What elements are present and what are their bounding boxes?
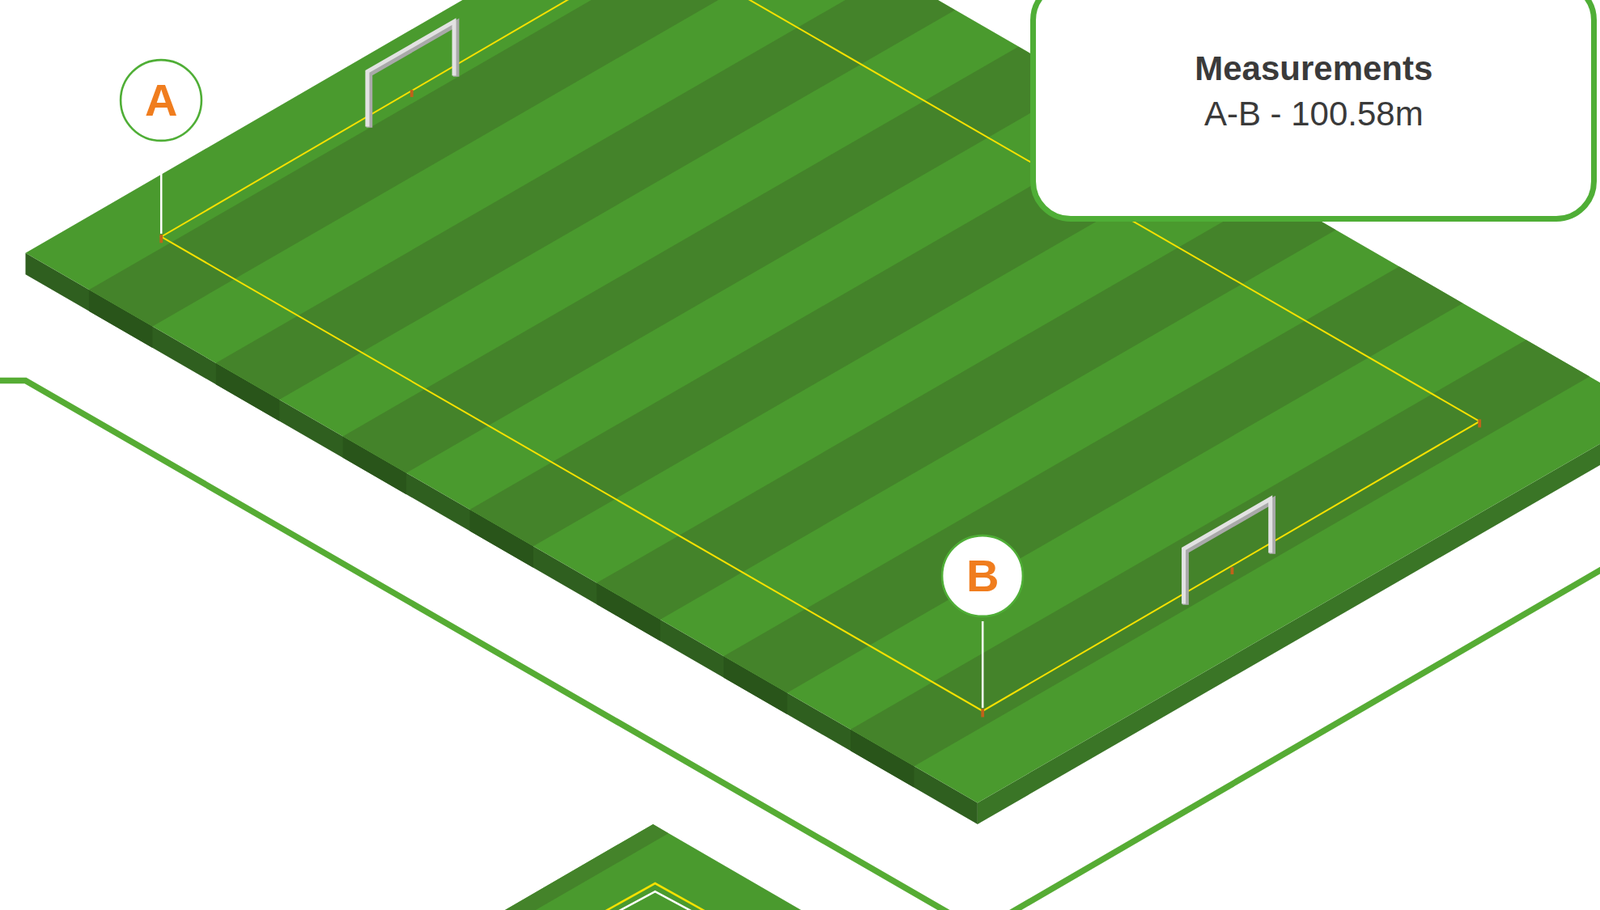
point-marker: A	[118, 58, 204, 143]
measurements-panel: MeasurementsA-B - 100.58m	[1030, 0, 1597, 222]
leader-line	[160, 144, 163, 234]
leader-line	[981, 621, 985, 709]
measurement-value: A-B - 100.58m	[1035, 93, 1592, 135]
pitch-stripe	[850, 339, 1590, 767]
point-letter: B	[966, 553, 999, 599]
marker-outline	[942, 535, 1023, 617]
lower-pitch-line	[615, 891, 695, 910]
pitch-top	[25, 0, 1600, 803]
panel-heading: Measurements	[1035, 48, 1592, 90]
point-letter: A	[144, 77, 178, 124]
lower-pitch	[500, 824, 807, 910]
marker-outline	[120, 59, 202, 141]
lower-pitch-line	[602, 883, 709, 910]
point-marker: B	[940, 534, 1025, 619]
